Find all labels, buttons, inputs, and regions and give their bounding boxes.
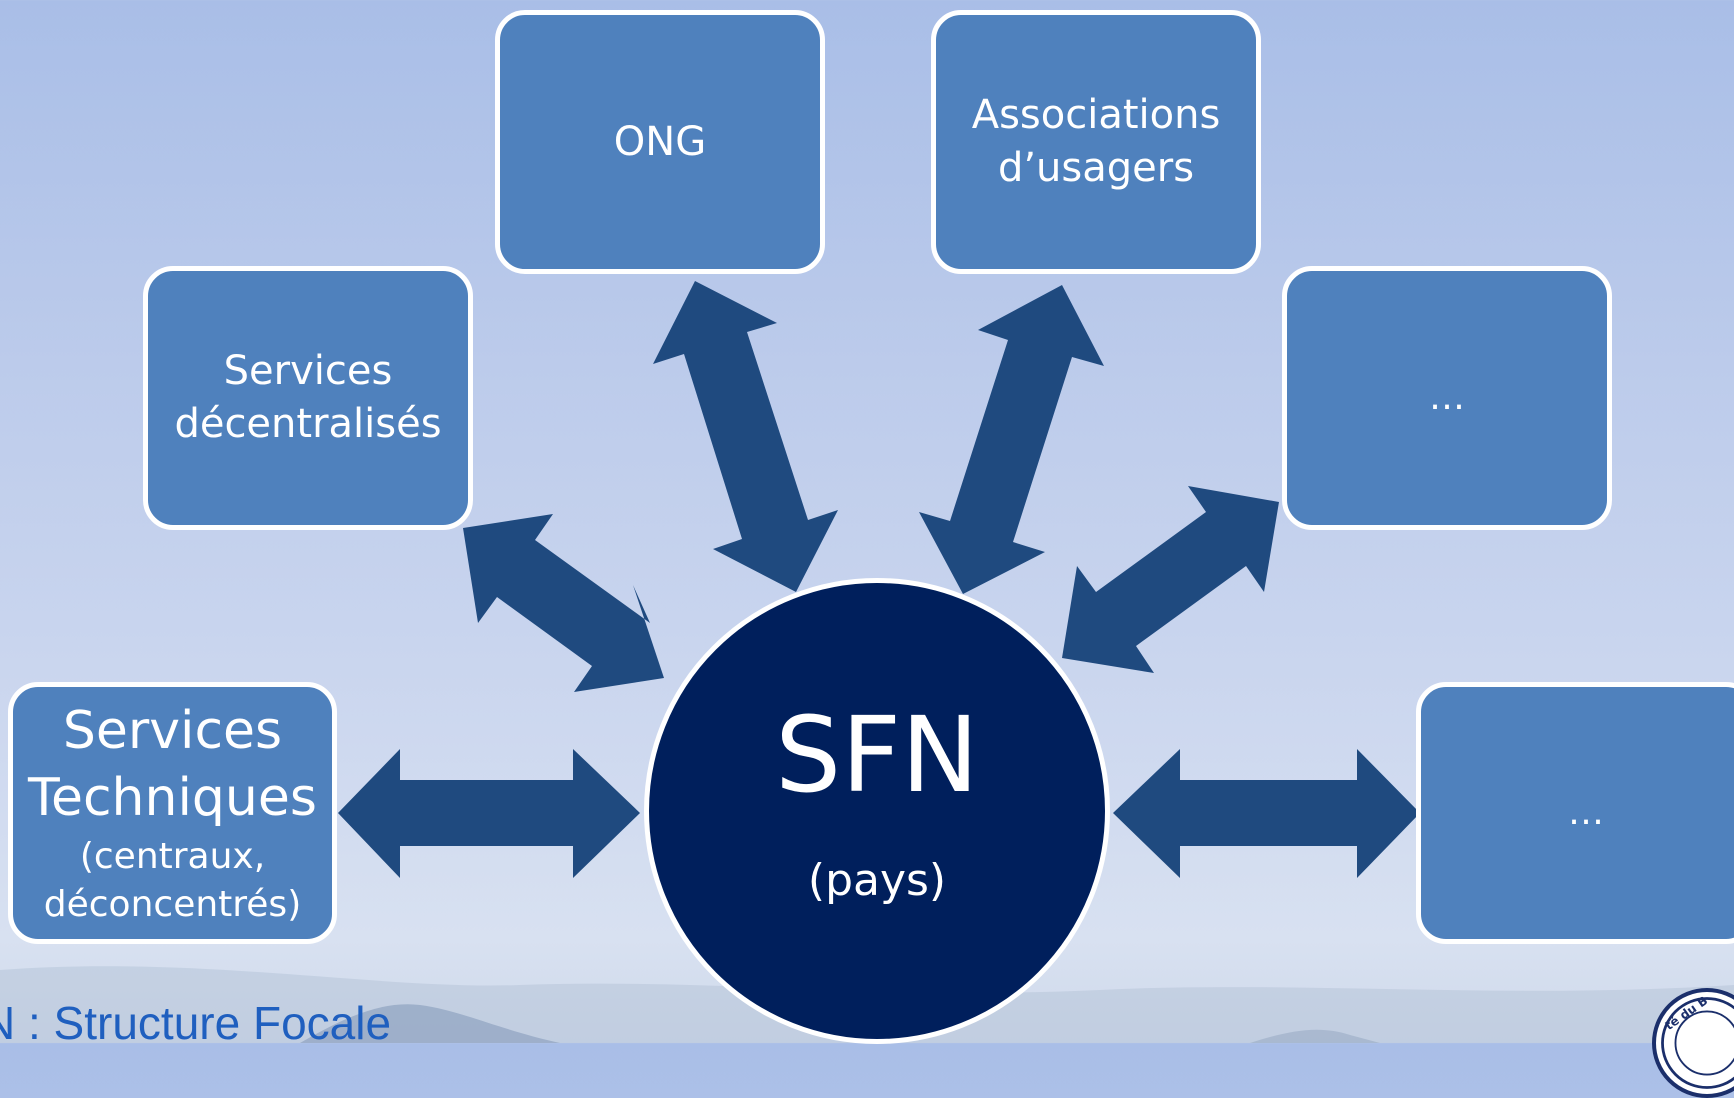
- node-other-lower: …: [1416, 682, 1734, 944]
- arrow-hub-other-upper: [1062, 486, 1279, 673]
- arrow-hub-ong: [653, 281, 838, 592]
- node-ong-label: ONG: [613, 118, 707, 165]
- connection-arrows: [338, 281, 1420, 878]
- hub-title: SFN: [775, 694, 979, 816]
- node-other-upper: …: [1282, 266, 1612, 530]
- node-other-lower-label: …: [1568, 792, 1604, 834]
- hub-circle: SFN (pays): [644, 578, 1110, 1044]
- node-associations-label: Associations d’usagers: [971, 92, 1221, 191]
- arrow-hub-services-decentralises: [463, 514, 664, 692]
- hub-subtitle: (pays): [807, 855, 947, 906]
- node-services-decentralises: Services décentralisés: [143, 266, 473, 530]
- arrow-hub-associations: [919, 285, 1104, 594]
- footnote: N : Structure Focale: [0, 997, 392, 1049]
- node-services-techniques-label: Services Techniques: [28, 700, 317, 829]
- node-other-upper-label: …: [1429, 377, 1465, 419]
- node-services-techniques-sublabel: (centraux, déconcentrés): [43, 836, 302, 925]
- node-services-techniques: Services Techniques (centraux, déconcent…: [8, 682, 337, 944]
- arrow-hub-other-lower: [1113, 749, 1420, 878]
- node-associations: Associations d’usagers: [931, 10, 1261, 274]
- arrow-hub-services-techniques: [338, 749, 640, 878]
- node-ong: ONG: [495, 10, 825, 274]
- node-services-decentralises-label: Services décentralisés: [174, 348, 442, 447]
